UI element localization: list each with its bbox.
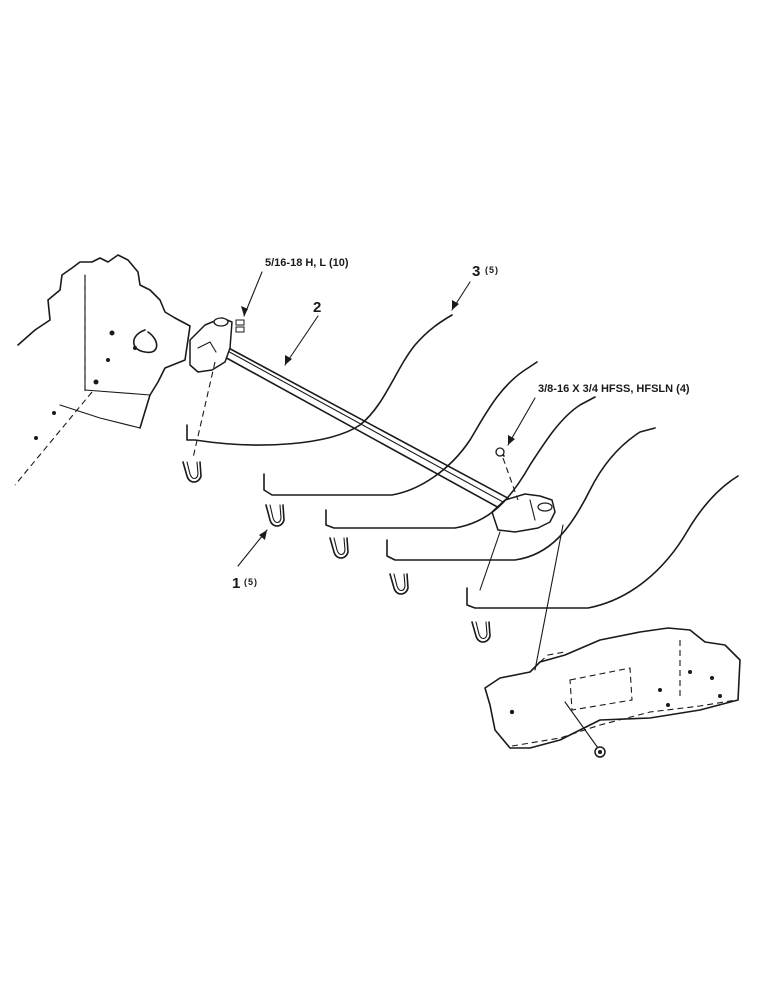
rake-tooth-4 (386, 427, 656, 561)
bolt-label-right: 3/8-16 X 3/4 HFSS, HFSLN (4) (538, 383, 690, 395)
rake-tooth-3 (325, 396, 596, 529)
leader-lines (237, 271, 536, 567)
right-mounting-bracket (479, 447, 564, 671)
item-3-label: 3 (472, 263, 480, 280)
left-mounting-bracket (189, 317, 245, 459)
item-1-label: 1 (232, 575, 240, 592)
rake-tooth-5 (466, 475, 739, 609)
callout-labels: 5/16-18 H, L (10) 3/8-16 X 3/4 HFSS, HFS… (232, 257, 690, 592)
rake-tooth-1 (186, 314, 453, 446)
rake-tooth-2 (263, 361, 538, 496)
cross-bar (209, 337, 516, 516)
bolt-label-left: 5/16-18 H, L (10) (265, 257, 349, 269)
right-frame-panel (484, 627, 741, 758)
item-1-qty: (5) (244, 577, 258, 587)
item-2-label: 2 (313, 299, 321, 316)
left-frame-panel (14, 254, 191, 486)
u-clips (182, 461, 491, 643)
item-3-qty: (5) (485, 265, 499, 275)
